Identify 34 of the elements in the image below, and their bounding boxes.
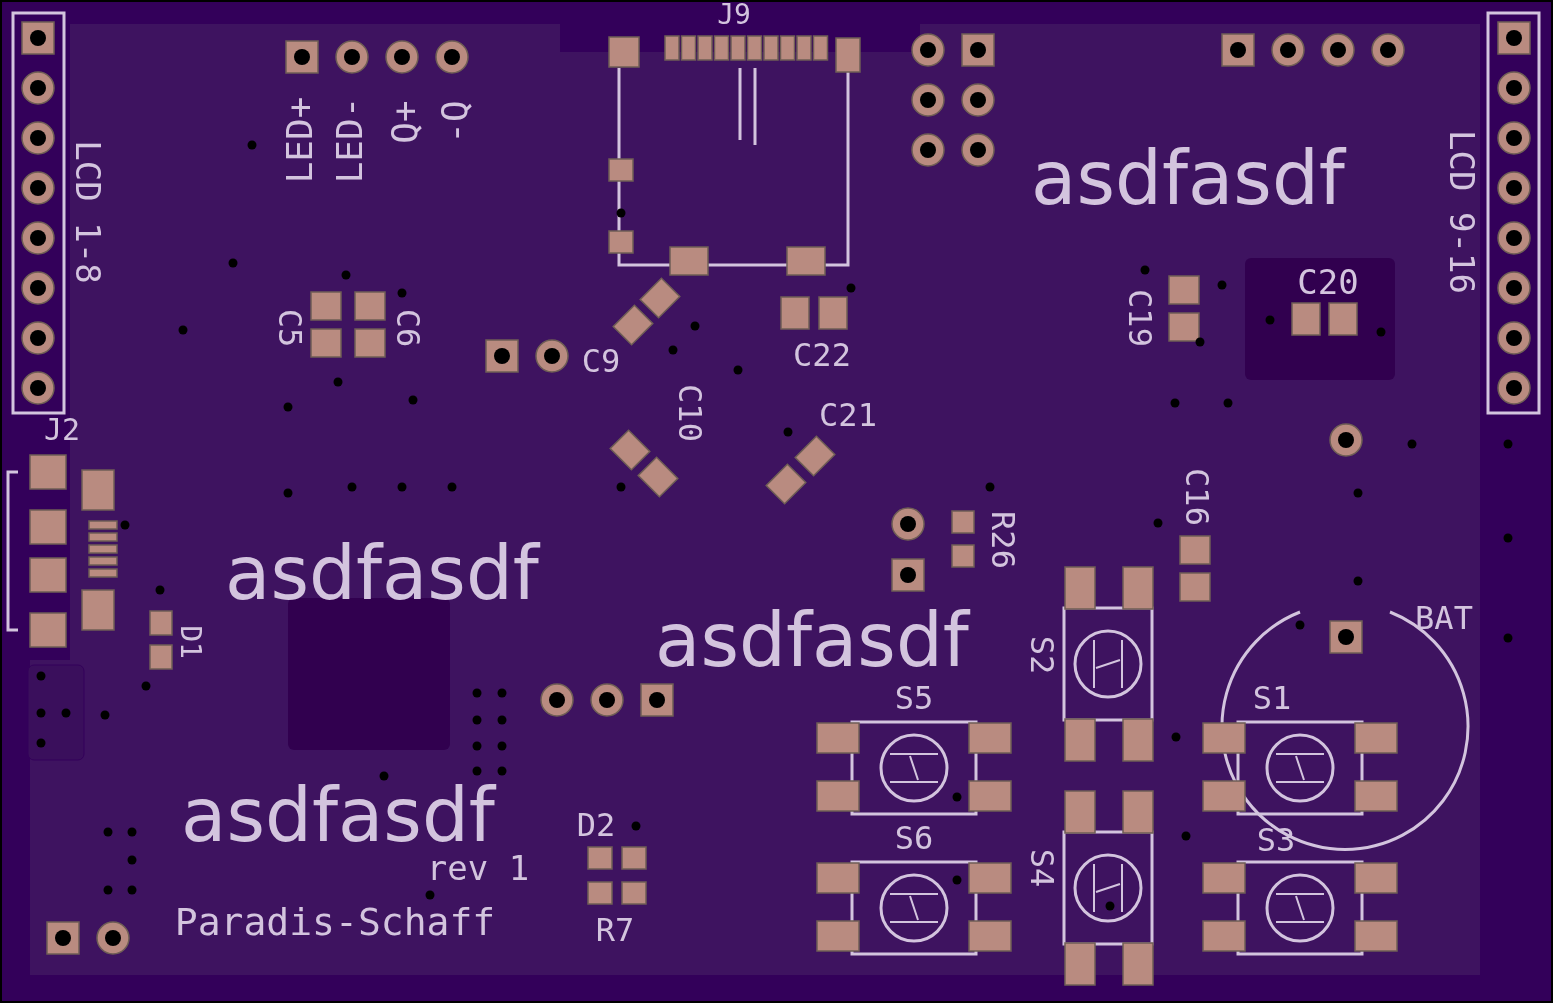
silkscreen-label: rev 1 [426, 851, 530, 885]
silkscreen-label: R26 [987, 511, 1019, 569]
silkscreen-label: S3 [1256, 824, 1296, 856]
silkscreen-label: S1 [1252, 682, 1292, 714]
silkscreen-label: C5 [274, 308, 306, 348]
silkscreen-label: R7 [595, 914, 635, 946]
silkscreen-label: C22 [793, 339, 851, 371]
silkscreen-label: BAT [1415, 602, 1473, 634]
silkscreen-label: LCD 1-8 [71, 140, 105, 284]
silkscreen-label: S6 [894, 822, 934, 854]
board-text: asdfasdf [1031, 141, 1345, 215]
silkscreen-label: D2 [576, 809, 616, 841]
board-text: asdfasdf [655, 603, 969, 677]
silkscreen-label: Paradis-Schaff [174, 903, 496, 941]
silkscreen-label: C10 [674, 384, 706, 442]
silkscreen-label: LED+ [282, 96, 318, 184]
board-text: asdfasdf [181, 778, 495, 852]
silkscreen-label: S5 [894, 682, 934, 714]
silkscreen-label: C9 [581, 345, 621, 377]
silkscreen-label: C20 [1297, 265, 1359, 299]
silkscreen-label: J2 [43, 415, 81, 445]
silkscreen-label: C16 [1181, 468, 1213, 526]
silkscreen-label: C6 [392, 308, 424, 348]
silkscreen-label: C21 [819, 399, 877, 431]
silkscreen-label: Q+ [387, 100, 423, 144]
silkscreen-label: C19 [1124, 289, 1156, 347]
silkscreen-label: LED- [332, 96, 368, 184]
board-text: asdfasdf [225, 536, 539, 610]
silkscreen-label: -Q [437, 100, 473, 144]
silkscreen-label: S4 [1026, 848, 1058, 888]
silkscreen-label: LCD 9-16 [1445, 130, 1479, 294]
silkscreen-label: D1 [176, 625, 204, 659]
silkscreen-label: J9 [717, 1, 751, 29]
silkscreen-label: S2 [1026, 635, 1058, 675]
